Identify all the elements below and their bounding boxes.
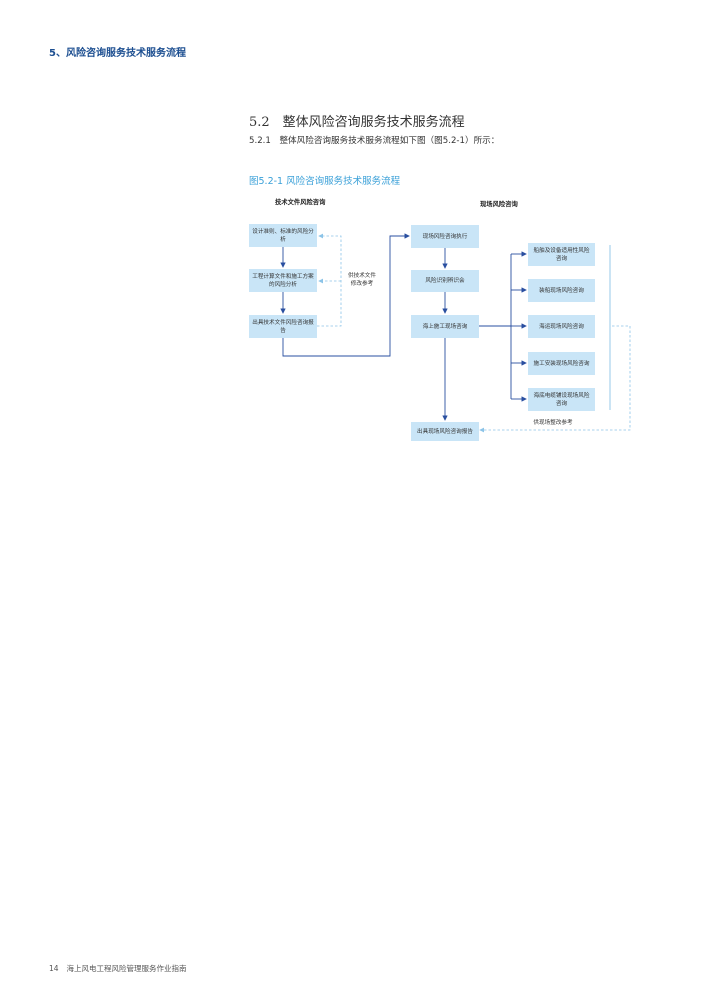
right-box-loading: 装船现场风险咨询 bbox=[528, 279, 595, 302]
footer-title: 海上风电工程风险管理服务作业指南 bbox=[66, 964, 187, 973]
right-box-transport: 海运现场风险咨询 bbox=[528, 315, 595, 338]
left-column-title: 技术文件风险咨询 bbox=[275, 199, 326, 206]
arrow-left-to-center bbox=[282, 233, 410, 357]
center-box-site-report: 出具现场风险咨询报告 bbox=[411, 422, 479, 441]
center-box-offshore: 海上施工现场咨询 bbox=[411, 315, 479, 338]
left-box-design-standards: 设计准则、标准的风险分析 bbox=[249, 224, 317, 247]
right-box-cable: 海底电缆铺设现场风险咨询 bbox=[528, 388, 595, 411]
right-box-vessel: 船舶及设备适用性风险咨询 bbox=[528, 243, 595, 266]
right-box-installation: 施工安装现场风险咨询 bbox=[528, 352, 595, 375]
right-feedback-label: 供现场整改参考 bbox=[533, 420, 573, 426]
center-box-identification: 风险识别辨识会 bbox=[411, 270, 479, 292]
page-number: 14 bbox=[49, 964, 59, 973]
chapter-header: 5、风险咨询服务技术服务流程 bbox=[49, 48, 186, 59]
section-title: 5.2 整体风险咨询服务技术服务流程 bbox=[249, 115, 465, 130]
page-footer: 14 海上风电工程风险管理服务作业指南 bbox=[49, 963, 187, 974]
left-box-calculation-analysis: 工程计算文件和施工方案的风险分析 bbox=[249, 269, 317, 292]
center-box-execution: 现场风险咨询执行 bbox=[411, 225, 479, 248]
left-box-tech-report: 出具技术文件风险咨询报告 bbox=[249, 315, 317, 338]
section-subtitle: 5.2.1 整体风险咨询服务技术服务流程如下图（图5.2-1）所示： bbox=[249, 136, 500, 146]
left-feedback-label: 供技术文件修改参考 bbox=[348, 273, 376, 287]
right-feedback-loop bbox=[479, 325, 631, 433]
figure-caption: 图5.2-1 风险咨询服务技术服务流程 bbox=[249, 176, 401, 187]
right-column-title: 现场风险咨询 bbox=[480, 201, 518, 208]
